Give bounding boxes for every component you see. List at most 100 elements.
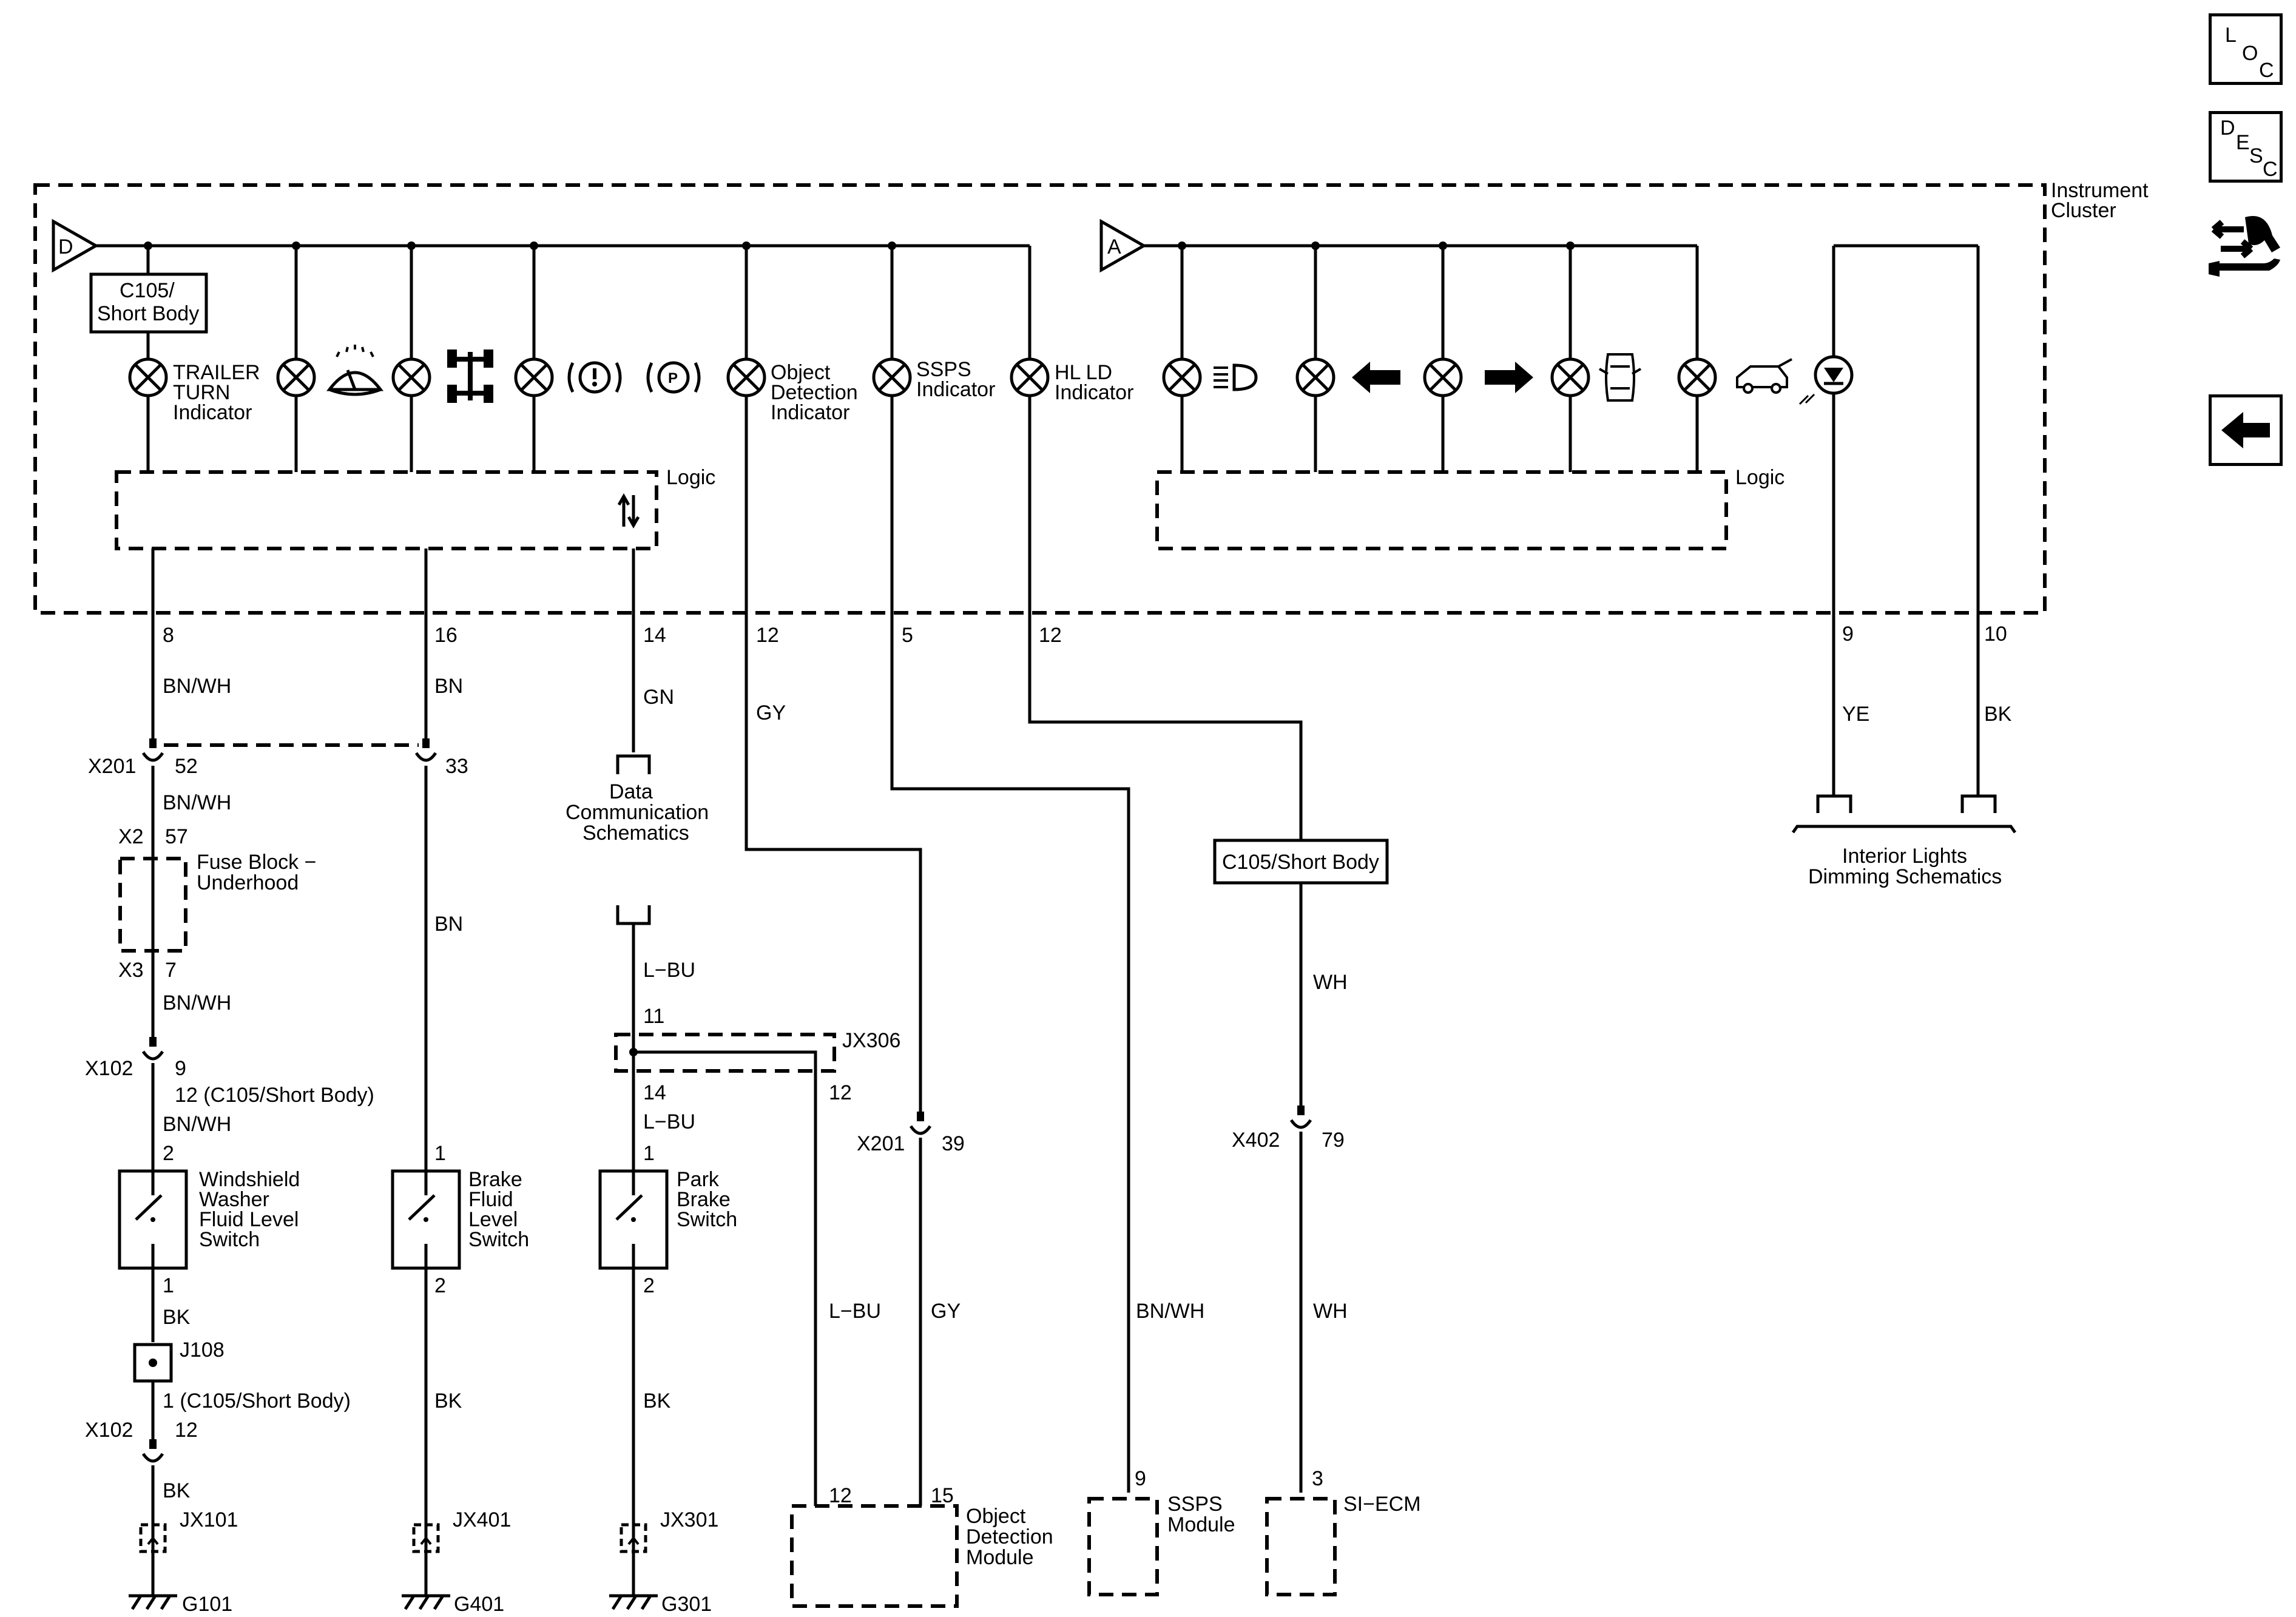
bus-d-drops — [144, 241, 896, 358]
svg-text:P: P — [668, 370, 678, 387]
x102-connector-12 — [143, 1426, 163, 1461]
pin-5: 5 — [902, 624, 913, 647]
triangle-a — [1099, 218, 1147, 273]
trailer-label: TRAILER — [173, 361, 260, 384]
pin-33: 33 — [445, 755, 468, 778]
logic-label-left: Logic — [666, 466, 715, 489]
dimming-connector-left — [1816, 794, 1852, 813]
right-turn-bulb — [1425, 359, 1461, 396]
odm-label-2: Detection — [966, 1525, 1053, 1548]
x201-connector-33 — [416, 725, 436, 760]
triangle-d-label: D — [58, 235, 73, 258]
wire-bnwh-2: BN/WH — [163, 791, 231, 814]
trailer-turn-bulb — [130, 359, 166, 396]
wire-bn-2: BN — [434, 913, 463, 936]
bus-a-drops — [1178, 241, 1699, 358]
x102-connector-9 — [143, 1024, 163, 1059]
logic-box-right — [1155, 470, 1728, 550]
instrument-cluster-label-line2: Cluster — [2051, 199, 2116, 222]
jx101-label: JX101 — [180, 1508, 238, 1531]
pin-2a: 2 — [163, 1142, 174, 1165]
jx306-label: JX306 — [842, 1029, 900, 1052]
svg-text:C: C — [2259, 59, 2274, 82]
pin-12a: 12 — [756, 624, 779, 647]
j108-splice — [133, 1343, 173, 1383]
door-ajar-icon — [1599, 353, 1641, 402]
washer-fluid-icon — [326, 345, 384, 396]
svg-text:L: L — [2225, 24, 2237, 47]
pin-1-c105: 1 (C105/Short Body) — [163, 1389, 351, 1413]
data-comm-label-3: Schematics — [582, 822, 689, 845]
instrument-cluster-boundary — [33, 183, 2047, 615]
park-switch-label-3: Switch — [677, 1208, 737, 1231]
jx306-splice — [614, 1033, 836, 1073]
high-beam-icon — [1214, 363, 1258, 391]
dimming-connector-right — [1960, 794, 1997, 813]
connector-tool-button[interactable] — [2209, 205, 2283, 284]
g101-label: G101 — [182, 1593, 232, 1616]
washer-switch-label-2: Washer — [199, 1188, 269, 1211]
wire-bnwh-3: BN/WH — [163, 991, 231, 1014]
ecm-label: SI−ECM — [1343, 1493, 1421, 1516]
liftgate-ajar-icon — [1736, 358, 1792, 394]
loc-button[interactable]: L O C — [2209, 13, 2283, 85]
x201-connector-52 — [143, 725, 163, 760]
park-switch-pin-2: 2 — [643, 1274, 655, 1297]
pin-57: 57 — [165, 825, 188, 848]
left-turn-bulb — [1297, 359, 1334, 396]
trailer-label-3: Indicator — [173, 401, 252, 424]
wire-bk-5: BK — [643, 1389, 671, 1413]
brake-switch-pin-2: 2 — [434, 1274, 446, 1297]
hl-ld-bulb — [1011, 359, 1048, 396]
ssps-label-2: Indicator — [916, 378, 995, 401]
washer-switch-label: Windshield — [199, 1168, 300, 1191]
wire-bnwh-4: BN/WH — [163, 1113, 231, 1136]
ssps-label: SSPS — [916, 358, 971, 381]
wire-lbu-1: L−BU — [643, 959, 695, 982]
c105-connector-mid — [1213, 839, 1389, 885]
brake-warning-bulb — [516, 359, 552, 396]
headlamp-bulb — [1164, 359, 1200, 396]
wire-gy-1: GY — [756, 701, 786, 724]
back-button[interactable] — [2209, 394, 2283, 466]
washer-switch-label-3: Fluid Level — [199, 1208, 299, 1231]
pin-16: 16 — [434, 624, 458, 647]
jx301-label: JX301 — [660, 1508, 718, 1531]
jx401-label: JX401 — [453, 1508, 511, 1531]
ssps-pin-9: 9 — [1135, 1467, 1146, 1490]
instrument-cluster-label: Instrument — [2051, 179, 2149, 202]
connector-tool-icon — [2209, 216, 2280, 277]
wire-ye: YE — [1842, 703, 1869, 726]
g401-label: G401 — [454, 1593, 504, 1616]
brake-switch-pin-1: 1 — [434, 1142, 446, 1165]
loc-icon: L O C — [2225, 24, 2274, 82]
4wd-icon — [447, 349, 493, 403]
dimming-led — [1798, 244, 1980, 631]
wire-wh-2: WH — [1313, 1300, 1348, 1323]
c105-top-label-2: Short Body — [97, 302, 199, 325]
x201b-label: X201 — [857, 1132, 905, 1155]
brake-switch-label: Brake — [468, 1168, 522, 1191]
data-comm-connector-lower — [616, 905, 651, 925]
washer-fluid-bulb — [278, 359, 314, 396]
x201-connector-39 — [911, 1098, 930, 1133]
obj-label: Object — [771, 361, 831, 384]
pin-9: 9 — [1842, 623, 1854, 646]
odm-label-3: Module — [966, 1546, 1034, 1569]
left-arrow-icon — [2221, 412, 2270, 448]
pin-12d: 12 — [175, 1419, 198, 1442]
wire-bk-4: BK — [434, 1389, 462, 1413]
brake-fluid-switch — [393, 1171, 459, 1268]
hl-label-2: Indicator — [1055, 381, 1133, 404]
c105-top-label: C105/ — [120, 279, 175, 302]
x402-connector — [1291, 1092, 1311, 1127]
left-turn-arrow-icon — [1352, 362, 1400, 393]
g301-ground — [609, 1596, 658, 1609]
x402-label: X402 — [1232, 1129, 1280, 1152]
wire-bk-3: BK — [163, 1479, 191, 1502]
fuse-block-label: Fuse Block − — [197, 851, 316, 874]
ssps-bulb — [874, 359, 910, 396]
wire-gn: GN — [643, 686, 674, 709]
wire-lbu-3: L−BU — [829, 1300, 881, 1323]
desc-button[interactable]: D E S C — [2209, 111, 2283, 183]
